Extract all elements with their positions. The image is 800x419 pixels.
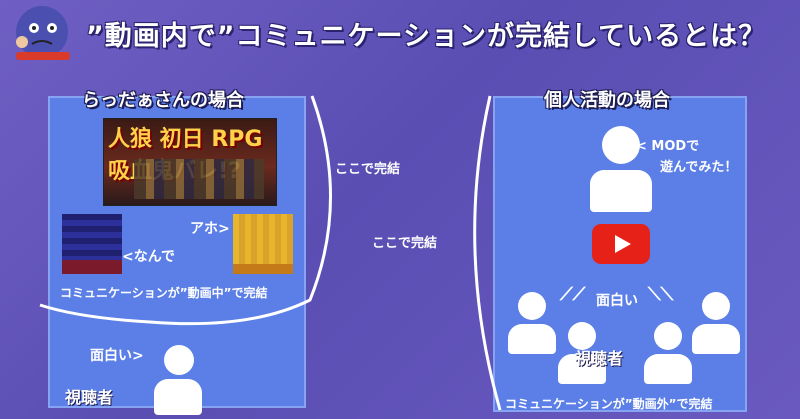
video-thumbnail: 人狼 初日 RPG 吸血鬼バレ!? xyxy=(103,118,277,206)
left-viewer-reaction: 面白い> xyxy=(90,348,144,364)
speech-aho: アホ> xyxy=(190,221,230,237)
speech-naze: <なんで xyxy=(122,249,176,265)
excitement-marks-left: ⟋⟋ xyxy=(560,284,586,305)
blue-character-block xyxy=(62,214,122,274)
middle-label-top: ここで完結 xyxy=(335,162,401,177)
right-viewer-reaction: 面白い xyxy=(596,293,638,309)
left-viewer-label: 視聴者 xyxy=(65,388,114,407)
right-viewer-label: 視聴者 xyxy=(575,349,624,368)
mascot-icon xyxy=(16,6,70,60)
left-boundary-arc xyxy=(39,95,332,326)
middle-boundary-arc xyxy=(473,95,502,411)
right-panel-title: 個人活動の場合 xyxy=(544,90,670,111)
excitement-marks-right: ⟍⟍ xyxy=(648,284,674,305)
left-viewer-person-icon xyxy=(150,345,206,415)
right-caption: コミュニケーションが”動画外”で完結 xyxy=(505,397,713,411)
viewer-person-icon-3 xyxy=(642,322,694,384)
creator-person-icon xyxy=(588,126,654,212)
viewer-person-icon-2 xyxy=(556,322,608,384)
middle-label-bottom: ここで完結 xyxy=(372,236,438,251)
yellow-character-block xyxy=(233,214,293,274)
left-panel-title: らっだぁさんの場合 xyxy=(82,90,244,111)
left-caption: コミュニケーションが”動画中”で完結 xyxy=(60,286,268,300)
video-characters xyxy=(134,159,264,199)
mod-speech-line2: 遊んでみた！ xyxy=(660,160,738,175)
viewer-person-icon-1 xyxy=(506,292,558,354)
youtube-play-icon xyxy=(592,224,650,264)
slide-title: ”動画内で”コミュニケーションが完結しているとは？ xyxy=(86,21,767,52)
mod-speech-line1: < MODで xyxy=(636,139,700,154)
viewer-person-icon-4 xyxy=(690,292,742,354)
